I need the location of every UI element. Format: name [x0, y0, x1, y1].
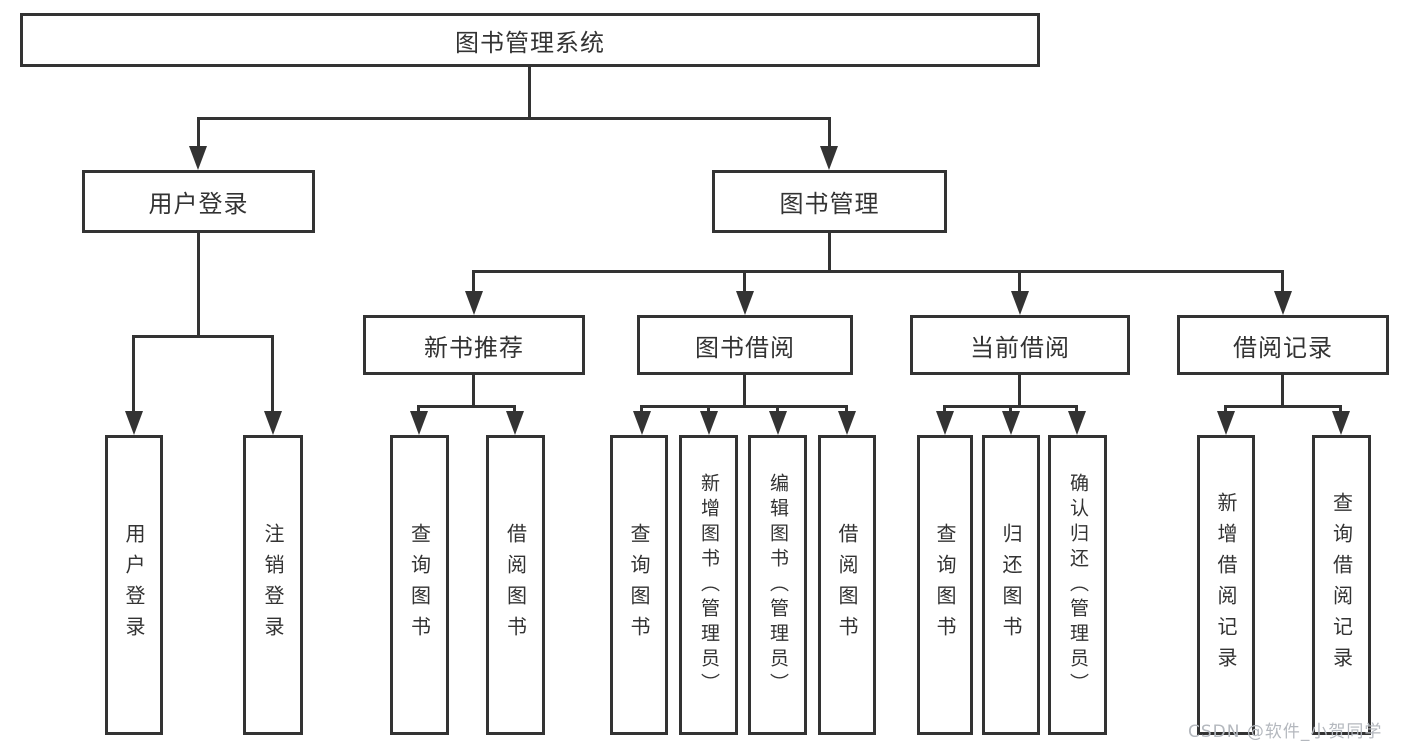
node-book-borrowing: 图书借阅: [637, 315, 853, 375]
node-current-borrowing: 当前借阅: [910, 315, 1130, 375]
node-book-borrowing-label: 图书借阅: [695, 333, 795, 362]
connector-line: [1009, 405, 1012, 415]
leaf-add-borrow-record-label: 新增借阅记录: [1214, 492, 1238, 678]
connector-line: [513, 405, 516, 415]
csdn-watermark: CSDN @软件_小贺同学: [1188, 722, 1383, 742]
arrowhead-icon: [736, 291, 754, 315]
arrowhead-icon: [189, 146, 207, 170]
leaf-query-borrow-record: 查询借阅记录: [1312, 435, 1371, 735]
connector-line: [743, 375, 746, 405]
node-current-borrowing-label: 当前借阅: [970, 333, 1070, 362]
arrowhead-icon: [1332, 411, 1350, 435]
connector-line: [943, 405, 946, 415]
connector-line: [641, 405, 848, 408]
connector-line: [1018, 270, 1021, 295]
arrowhead-icon: [1011, 291, 1029, 315]
connector-line: [528, 67, 531, 117]
connector-line: [1281, 270, 1284, 295]
leaf-query-books-current-label: 查询图书: [933, 523, 957, 647]
leaf-borrow-books-recommend-label: 借阅图书: [503, 523, 528, 647]
arrowhead-icon: [410, 411, 428, 435]
connector-line: [418, 405, 516, 408]
leaf-query-books-recommend: 查询图书: [390, 435, 449, 735]
connector-line: [640, 405, 643, 415]
connector-line: [472, 270, 475, 295]
leaf-query-borrow-record-label: 查询借阅记录: [1329, 492, 1354, 678]
leaf-return-book: 归还图书: [982, 435, 1040, 735]
arrowhead-icon: [633, 411, 651, 435]
connector-line: [197, 117, 831, 120]
connector-line: [197, 117, 200, 150]
connector-line: [132, 335, 135, 415]
leaf-logout-label: 注销登录: [261, 523, 285, 647]
connector-line: [1281, 375, 1284, 405]
node-book-management-label: 图书管理: [779, 190, 880, 218]
connector-line: [743, 270, 746, 295]
arrowhead-icon: [1002, 411, 1020, 435]
arrowhead-icon: [1274, 291, 1292, 315]
connector-line: [417, 405, 420, 415]
connector-line: [1018, 375, 1021, 405]
node-borrowing-records: 借阅记录: [1177, 315, 1389, 375]
leaf-edit-book-admin-label: 编辑图书（管理员）: [767, 472, 789, 698]
connector-line: [776, 405, 779, 415]
leaf-confirm-return-admin-label: 确认归还（管理员）: [1067, 472, 1089, 698]
leaf-confirm-return-admin: 确认归还（管理员）: [1048, 435, 1107, 735]
connector-line: [1075, 405, 1078, 415]
connector-line: [133, 335, 274, 338]
leaf-add-book-admin-label: 新增图书（管理员）: [698, 472, 720, 698]
arrowhead-icon: [1068, 411, 1086, 435]
leaf-query-books-borrowing-label: 查询图书: [627, 523, 651, 647]
connector-line: [1339, 405, 1342, 415]
leaf-borrow-books-recommend: 借阅图书: [486, 435, 545, 735]
leaf-borrow-books-borrowing: 借阅图书: [818, 435, 876, 735]
node-book-management: 图书管理: [712, 170, 947, 233]
node-user-login: 用户登录: [82, 170, 315, 233]
arrowhead-icon: [1217, 411, 1235, 435]
leaf-user-login-label: 用户登录: [122, 523, 146, 647]
leaf-query-books-recommend-label: 查询图书: [407, 523, 432, 647]
connector-line: [845, 405, 848, 415]
arrowhead-icon: [506, 411, 524, 435]
node-root-label: 图书管理系统: [455, 28, 605, 57]
leaf-logout: 注销登录: [243, 435, 303, 735]
connector-line: [472, 375, 475, 405]
arrowhead-icon: [838, 411, 856, 435]
arrowhead-icon: [936, 411, 954, 435]
node-root: 图书管理系统: [20, 13, 1040, 67]
leaf-add-book-admin: 新增图书（管理员）: [679, 435, 738, 735]
leaf-add-borrow-record: 新增借阅记录: [1197, 435, 1255, 735]
leaf-user-login: 用户登录: [105, 435, 163, 735]
leaf-query-books-borrowing: 查询图书: [610, 435, 668, 735]
node-user-login-label: 用户登录: [148, 190, 249, 218]
arrowhead-icon: [769, 411, 787, 435]
node-new-book-recommend: 新书推荐: [363, 315, 585, 375]
node-new-book-recommend-label: 新书推荐: [424, 333, 524, 362]
connector-line: [271, 335, 274, 415]
leaf-edit-book-admin: 编辑图书（管理员）: [748, 435, 807, 735]
leaf-borrow-books-borrowing-label: 借阅图书: [835, 523, 859, 647]
arrowhead-icon: [264, 411, 282, 435]
connector-line: [828, 233, 831, 270]
connector-line: [707, 405, 710, 415]
arrowhead-icon: [820, 146, 838, 170]
arrowhead-icon: [700, 411, 718, 435]
arrowhead-icon: [125, 411, 143, 435]
connector-line: [1224, 405, 1227, 415]
connector-line: [197, 233, 200, 335]
leaf-return-book-label: 归还图书: [999, 523, 1023, 647]
node-borrowing-records-label: 借阅记录: [1233, 333, 1333, 362]
connector-line: [828, 117, 831, 150]
connector-line: [1225, 405, 1342, 408]
arrowhead-icon: [465, 291, 483, 315]
leaf-query-books-current: 查询图书: [917, 435, 973, 735]
connector-line: [472, 270, 1284, 273]
